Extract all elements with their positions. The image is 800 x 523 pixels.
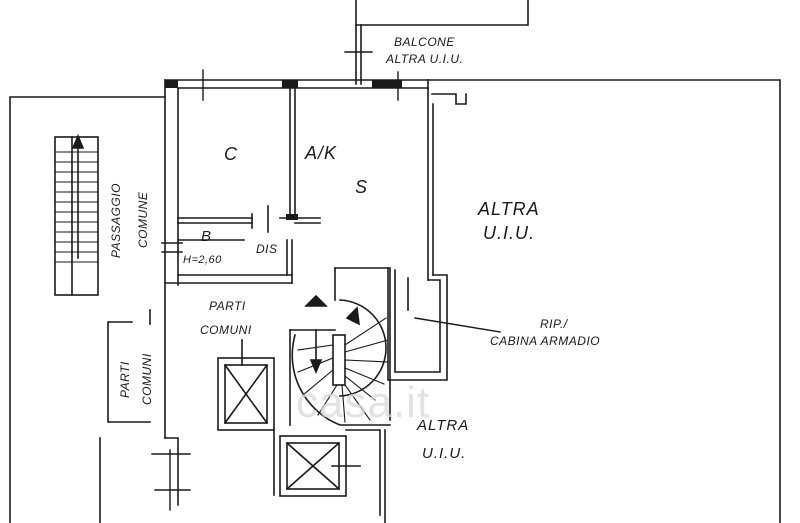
altra-uiu-right-sub: U.I.U. <box>483 223 536 243</box>
outer-left-outline <box>9 96 166 523</box>
watermark-logo: casa.it <box>296 378 431 427</box>
balcone-uiu-label: ALTRA U.I.U. <box>386 52 464 66</box>
rip-label: RIP./ <box>540 317 568 331</box>
parti-comuni-left-box <box>107 321 151 423</box>
room-b-height: H=2,60 <box>183 254 222 266</box>
cabina-armadio-label: CABINA ARMADIO <box>490 334 601 348</box>
parti-comuni-left-2: COMUNI <box>140 353 154 405</box>
spiral-stair <box>291 267 391 426</box>
balcone-label: BALCONE <box>394 35 455 49</box>
altra-uiu-bottom-sub: U.I.U. <box>422 445 467 462</box>
altra-uiu-bottom-label: ALTRA <box>417 417 470 434</box>
parti-comuni-left-1: PARTI <box>118 361 132 398</box>
lift-shaft-1 <box>217 357 275 431</box>
room-s-label: S <box>355 177 369 197</box>
comune-label: COMUNE <box>136 191 150 248</box>
room-ak-label: A/K <box>305 143 338 163</box>
rip-cabina-outline <box>394 269 441 373</box>
room-dis-label: DIS <box>256 242 278 256</box>
passaggio-label: PASSAGGIO <box>109 183 123 258</box>
common-stair <box>54 136 99 296</box>
room-b-label: B <box>201 228 213 245</box>
room-c-label: C <box>224 144 238 164</box>
altra-uiu-right-label: ALTRA <box>478 199 540 219</box>
parti-comuni-center-1: PARTI <box>209 299 246 313</box>
parti-comuni-center-2: COMUNI <box>200 323 252 337</box>
altra-uiu-right-outline <box>427 79 781 523</box>
neighbour-outline <box>355 0 529 26</box>
